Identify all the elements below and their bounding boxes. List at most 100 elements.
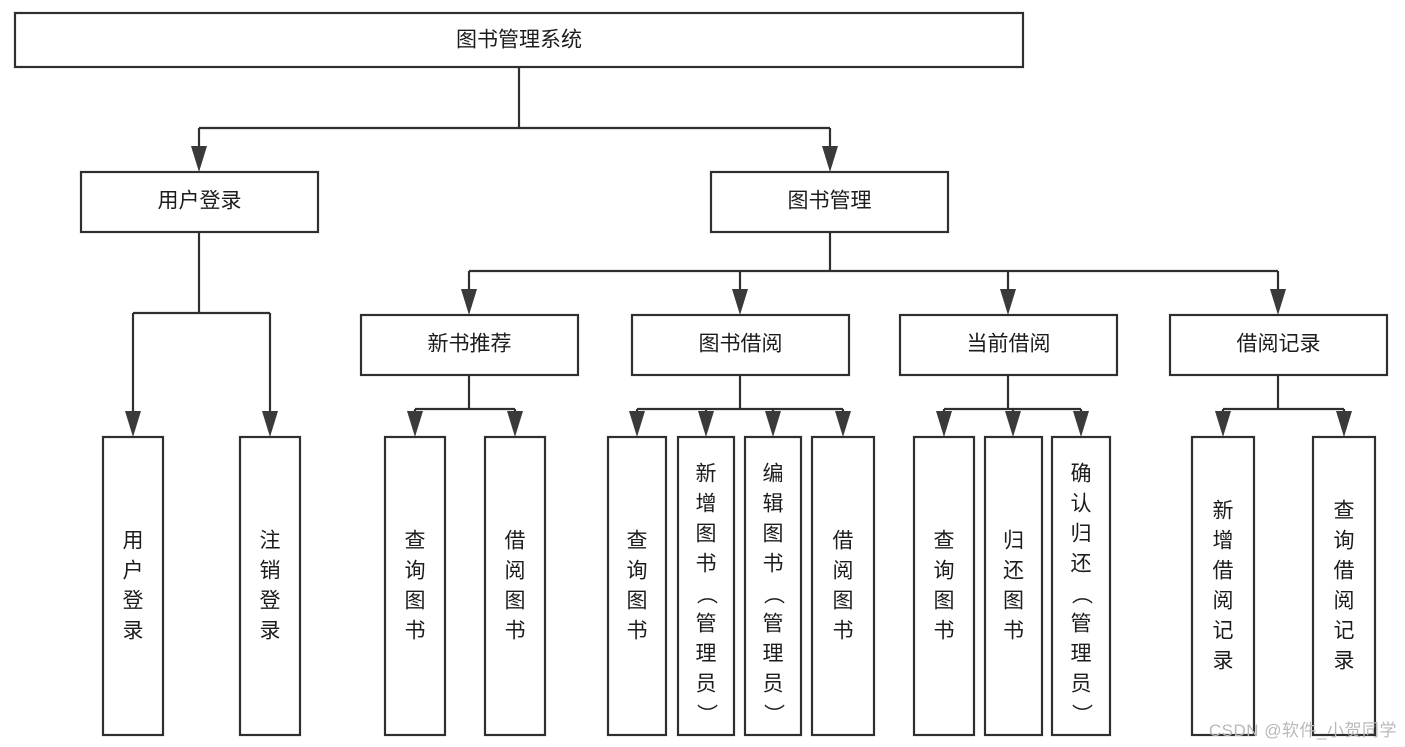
node-leaf-query-record-box[interactable] xyxy=(1311,435,1377,737)
node-leaf-query-book-current-box[interactable] xyxy=(912,435,976,737)
node-leaf-add-book-label-char: （ xyxy=(695,584,718,605)
node-leaf-confirm-return-label-char: 还 xyxy=(1071,553,1092,576)
arrow-head-book-manage xyxy=(822,146,838,172)
node-borrow-record-box[interactable] xyxy=(1168,313,1389,377)
node-leaf-query-book-current[interactable] xyxy=(912,435,976,737)
node-new-book-recommend[interactable]: 新书推荐 xyxy=(359,313,580,377)
node-new-book-recommend-label: 新书推荐 xyxy=(428,333,512,356)
node-leaf-add-record[interactable] xyxy=(1190,435,1256,737)
node-leaf-borrow-book-label-char: 阅 xyxy=(833,560,854,583)
node-borrow-record[interactable]: 借阅记录 xyxy=(1168,313,1389,377)
node-leaf-borrow-book-box[interactable] xyxy=(810,435,876,737)
node-new-book-recommend-box[interactable] xyxy=(359,313,580,377)
node-user-login-box[interactable] xyxy=(79,170,320,234)
node-leaf-return-book[interactable] xyxy=(983,435,1044,737)
node-user-login-label: 用户登录 xyxy=(158,190,242,213)
node-leaf-borrow-book-rec-label-char: 阅 xyxy=(505,560,526,583)
node-leaf-borrow-book-rec-label-char: 借 xyxy=(505,530,526,553)
node-current-borrow-box[interactable] xyxy=(898,313,1119,377)
node-leaf-query-book-current-label-char: 询 xyxy=(934,560,955,583)
node-leaf-query-book-rec-box[interactable] xyxy=(383,435,447,737)
node-leaf-logout-box[interactable] xyxy=(238,435,302,737)
arrow-head-leaf-confirm-return xyxy=(1073,411,1089,437)
node-leaf-query-book-rec[interactable] xyxy=(383,435,447,737)
node-leaf-borrow-book-rec-label-char: 书 xyxy=(505,620,526,643)
node-book-manage[interactable]: 图书管理 xyxy=(709,170,950,234)
arrow-head-leaf-borrow-book-rec xyxy=(507,411,523,437)
connectors-layer xyxy=(125,67,1352,437)
node-leaf-query-book-borrow-label-char: 询 xyxy=(627,560,648,583)
node-leaf-add-book-label-char: 书 xyxy=(696,553,717,576)
node-user-login[interactable]: 用户登录 xyxy=(79,170,320,234)
node-leaf-query-book-borrow-label-char: 查 xyxy=(627,530,648,553)
node-leaf-add-book-box[interactable] xyxy=(676,435,736,737)
arrow-head-user-login xyxy=(191,146,207,172)
node-leaf-borrow-book-rec-box[interactable] xyxy=(483,435,547,737)
node-leaf-add-book-label-char: 图 xyxy=(696,523,717,546)
node-leaf-add-book[interactable] xyxy=(676,435,736,737)
node-root-box[interactable] xyxy=(13,11,1025,69)
node-book-borrow[interactable]: 图书借阅 xyxy=(630,313,851,377)
node-leaf-user-login-label-char: 用 xyxy=(123,530,144,553)
arrow-head-leaf-logout xyxy=(262,411,278,437)
node-leaf-logout-label-char: 录 xyxy=(260,620,281,643)
node-leaf-return-book-label-char: 还 xyxy=(1003,560,1024,583)
node-leaf-add-book-label-char: 员 xyxy=(696,673,717,696)
node-leaf-return-book-box[interactable] xyxy=(983,435,1044,737)
node-leaf-borrow-book-rec[interactable] xyxy=(483,435,547,737)
node-root[interactable]: 图书管理系统 xyxy=(13,11,1025,69)
node-book-manage-label: 图书管理 xyxy=(788,190,872,213)
node-leaf-confirm-return-label-char: 认 xyxy=(1071,493,1092,516)
node-leaf-edit-book-label-char: （ xyxy=(762,584,785,605)
node-leaf-edit-book[interactable] xyxy=(743,435,803,737)
node-leaf-return-book-label-char: 书 xyxy=(1003,620,1024,643)
node-leaf-user-login-label-char: 登 xyxy=(123,590,144,613)
node-leaf-confirm-return-label-char: 归 xyxy=(1071,523,1092,546)
arrow-head-borrow-record xyxy=(1270,289,1286,315)
node-leaf-edit-book-label-char: 图 xyxy=(763,523,784,546)
node-leaf-query-record-label-char: 查 xyxy=(1334,500,1355,523)
arrow-head-leaf-query-book-rec xyxy=(407,411,423,437)
node-leaf-borrow-book-label-char: 图 xyxy=(833,590,854,613)
node-leaf-logout[interactable] xyxy=(238,435,302,737)
node-leaf-query-book-current-label-char: 查 xyxy=(934,530,955,553)
node-leaf-edit-book-box[interactable] xyxy=(743,435,803,737)
node-leaf-query-record-label-char: 询 xyxy=(1334,530,1355,553)
node-leaf-borrow-book[interactable] xyxy=(810,435,876,737)
arrow-head-leaf-add-book xyxy=(698,411,714,437)
node-leaf-borrow-book-rec-label-char: 图 xyxy=(505,590,526,613)
node-leaf-add-record-box[interactable] xyxy=(1190,435,1256,737)
node-leaf-edit-book-label-char: 书 xyxy=(763,553,784,576)
node-leaf-query-book-rec-label-char: 书 xyxy=(405,620,426,643)
node-leaf-user-login-box[interactable] xyxy=(101,435,165,737)
node-leaf-confirm-return-label-char: 理 xyxy=(1071,643,1092,666)
node-leaf-query-book-borrow-box[interactable] xyxy=(606,435,668,737)
node-leaf-confirm-return-box[interactable] xyxy=(1050,435,1112,737)
node-leaf-query-book-borrow[interactable] xyxy=(606,435,668,737)
node-leaf-confirm-return-label-char: 员 xyxy=(1071,673,1092,696)
arrow-head-leaf-query-book-borrow xyxy=(629,411,645,437)
arrow-head-current-borrow xyxy=(1000,289,1016,315)
node-leaf-add-book-label-char: ） xyxy=(695,704,718,725)
arrow-head-leaf-user-login xyxy=(125,411,141,437)
arrow-head-leaf-add-record xyxy=(1215,411,1231,437)
csdn-watermark: CSDN @软件_小贺同学 xyxy=(1208,721,1397,740)
node-leaf-query-record-label-char: 记 xyxy=(1334,620,1355,643)
node-leaf-user-login[interactable] xyxy=(101,435,165,737)
node-leaf-confirm-return-label-char: ） xyxy=(1070,704,1093,725)
node-leaf-add-record-label-char: 借 xyxy=(1213,560,1234,583)
node-leaf-confirm-return-label-char: 管 xyxy=(1071,613,1092,636)
node-current-borrow[interactable]: 当前借阅 xyxy=(898,313,1119,377)
node-leaf-confirm-return[interactable] xyxy=(1050,435,1112,737)
node-leaf-add-record-label-char: 增 xyxy=(1213,530,1234,553)
leaf-nodes-layer xyxy=(101,435,1377,737)
node-leaf-query-book-borrow-label-char: 图 xyxy=(627,590,648,613)
node-root-label: 图书管理系统 xyxy=(456,29,582,52)
node-leaf-query-book-rec-label-char: 图 xyxy=(405,590,426,613)
node-book-borrow-box[interactable] xyxy=(630,313,851,377)
node-leaf-query-record[interactable] xyxy=(1311,435,1377,737)
node-book-manage-box[interactable] xyxy=(709,170,950,234)
node-leaf-add-record-label-char: 新 xyxy=(1213,500,1234,523)
node-leaf-query-record-label-char: 录 xyxy=(1334,650,1355,673)
node-leaf-add-book-label-char: 新 xyxy=(696,463,717,486)
